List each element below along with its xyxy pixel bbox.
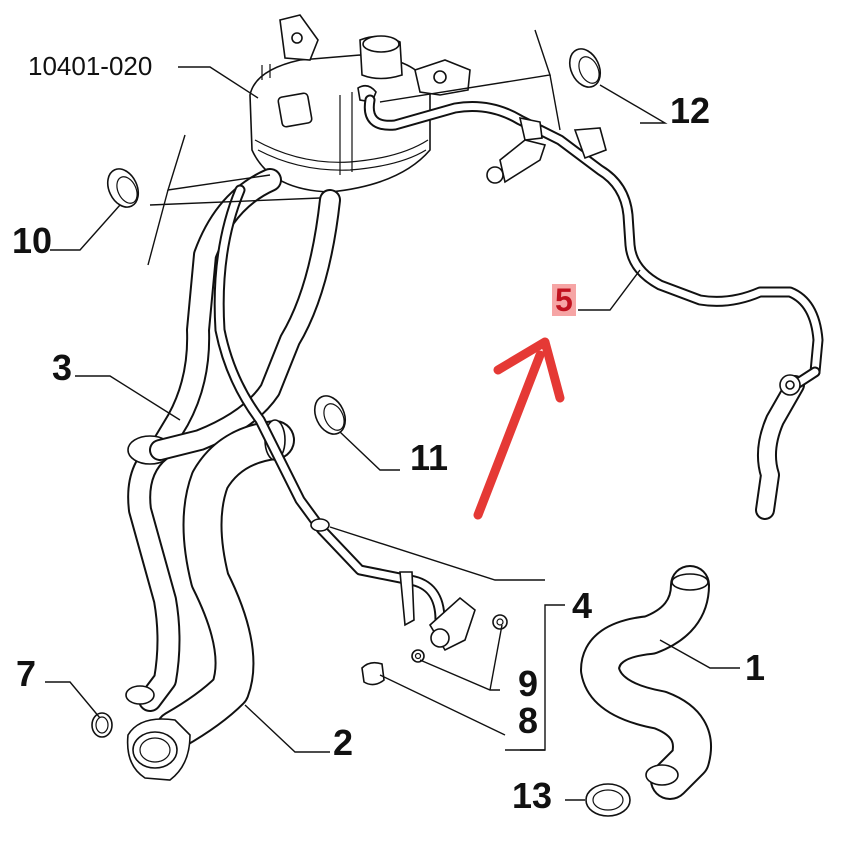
pipe-5	[363, 94, 824, 520]
callout-5-highlight	[552, 284, 576, 316]
callout-11: 11	[410, 437, 448, 478]
hose-3	[125, 168, 341, 712]
clamp-11	[313, 395, 347, 435]
expansion-tank	[249, 14, 471, 193]
hose-1	[580, 565, 712, 800]
callout-8: 8	[518, 700, 538, 741]
callout-4: 4	[572, 585, 592, 626]
leader-lines	[45, 29, 740, 801]
callout-10: 10	[12, 220, 52, 261]
callout-12: 12	[670, 90, 710, 131]
hose-2	[126, 419, 295, 781]
callout-9: 9	[518, 663, 538, 704]
callout-3: 3	[52, 347, 72, 388]
callout-2: 2	[333, 722, 353, 763]
clamp-10	[106, 168, 140, 208]
highlight-arrow	[473, 337, 565, 520]
clamp-13	[585, 783, 631, 817]
pipe-4	[213, 184, 508, 686]
callout-13: 13	[512, 775, 552, 816]
clamp-12	[568, 48, 602, 88]
callout-5: 5	[555, 282, 573, 318]
part-number-label: 10401-020	[28, 51, 152, 81]
clamp-7	[91, 712, 113, 738]
callout-1: 1	[745, 647, 765, 688]
callout-7: 7	[16, 653, 36, 694]
